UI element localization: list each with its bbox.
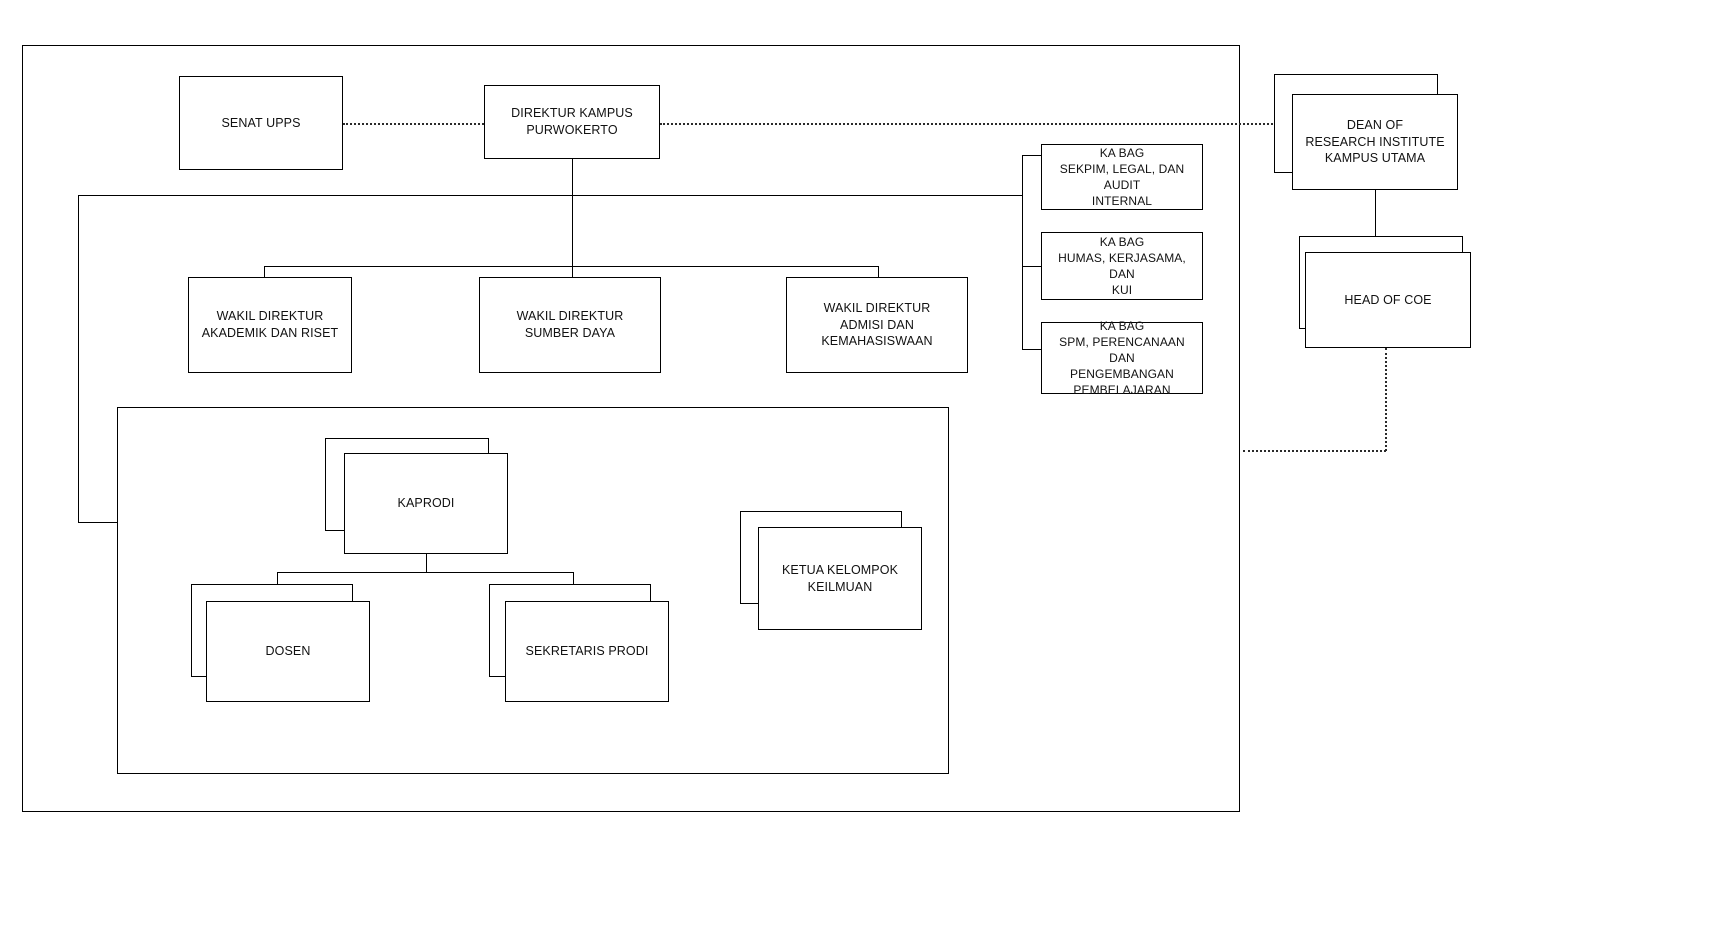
- connector-wakil-distribution-bar: [264, 266, 879, 267]
- node-senat-upps[interactable]: SENAT UPPS: [179, 76, 343, 170]
- connector-dosen-drop: [277, 572, 278, 584]
- connector-kabag-spm-stub: [1022, 349, 1041, 350]
- connector-dean-to-head-coe: [1375, 190, 1376, 242]
- node-direktur-kampus[interactable]: DIREKTUR KAMPUS PURWOKERTO: [484, 85, 660, 159]
- node-head-of-coe-label: HEAD OF COE: [1344, 292, 1432, 307]
- connector-left-spine-vertical: [78, 195, 79, 523]
- connector-kaprodi-distribution-bar: [277, 572, 574, 573]
- connector-head-coe-dotted-horizontal: [1243, 450, 1386, 452]
- node-head-of-coe[interactable]: HEAD OF COE: [1305, 252, 1471, 348]
- node-wakil-direktur-sumber-daya[interactable]: WAKIL DIREKTUR SUMBER DAYA: [479, 277, 661, 373]
- node-wakil-direktur-admisi[interactable]: WAKIL DIREKTUR ADMISI DAN KEMAHASISWAAN: [786, 277, 968, 373]
- node-ka-bag-spm[interactable]: KA BAG SPM, PERENCANAAN DAN PENGEMBANGAN…: [1041, 319, 1203, 397]
- connector-direktur-trunk-vertical: [572, 159, 573, 277]
- node-sekretaris-prodi[interactable]: SEKRETARIS PRODI: [505, 601, 669, 702]
- connector-wakil-admisi-drop: [878, 266, 879, 277]
- node-direktur-kampus-label: DIREKTUR KAMPUS PURWOKERTO: [511, 106, 633, 137]
- connector-left-spine-to-prodi-frame: [78, 522, 118, 523]
- node-kaprodi-label: KAPRODI: [397, 496, 455, 511]
- connector-senat-to-direktur-dotted: [343, 123, 484, 125]
- node-ketua-kelompok-keilmuan[interactable]: KETUA KELOMPOK KEILMUAN: [758, 527, 922, 630]
- node-dosen-label: DOSEN: [265, 644, 311, 659]
- node-dean-research-institute-label: DEAN OF RESEARCH INSTITUTE KAMPUS UTAMA: [1305, 117, 1445, 166]
- connector-kabag-humas-stub: [1022, 266, 1041, 267]
- connector-kabag-sekpim-stub: [1022, 155, 1041, 156]
- campus-boundary-frame: [22, 45, 1240, 812]
- node-wakil-direktur-sumber-daya-label: WAKIL DIREKTUR SUMBER DAYA: [516, 309, 624, 340]
- node-ka-bag-spm-label: KA BAG SPM, PERENCANAAN DAN PENGEMBANGAN…: [1059, 318, 1185, 398]
- node-wakil-direktur-akademik-label: WAKIL DIREKTUR AKADEMIK DAN RISET: [201, 309, 339, 340]
- connector-wakil-akademik-drop: [264, 266, 265, 277]
- connector-direktur-to-dean-dotted: [660, 123, 1296, 125]
- node-senat-upps-label: SENAT UPPS: [221, 115, 301, 130]
- connector-kaprodi-trunk: [426, 554, 427, 572]
- node-wakil-direktur-akademik[interactable]: WAKIL DIREKTUR AKADEMIK DAN RISET: [188, 277, 352, 373]
- node-ka-bag-sekpim[interactable]: KA BAG SEKPIM, LEGAL, DAN AUDIT INTERNAL: [1041, 144, 1203, 210]
- node-sekretaris-prodi-label: SEKRETARIS PRODI: [525, 644, 649, 659]
- node-ka-bag-sekpim-label: KA BAG SEKPIM, LEGAL, DAN AUDIT INTERNAL: [1059, 145, 1185, 209]
- node-wakil-direktur-admisi-label: WAKIL DIREKTUR ADMISI DAN KEMAHASISWAAN: [821, 300, 933, 349]
- node-dosen[interactable]: DOSEN: [206, 601, 370, 702]
- connector-head-coe-dotted-vertical: [1385, 348, 1387, 451]
- node-dean-research-institute[interactable]: DEAN OF RESEARCH INSTITUTE KAMPUS UTAMA: [1292, 94, 1458, 190]
- connector-sekretaris-drop: [573, 572, 574, 584]
- node-ka-bag-humas-label: KA BAG HUMAS, KERJASAMA, DAN KUI: [1058, 234, 1186, 298]
- connector-kabag-spine-vertical: [1022, 155, 1023, 349]
- node-kaprodi[interactable]: KAPRODI: [344, 453, 508, 554]
- node-ka-bag-humas[interactable]: KA BAG HUMAS, KERJASAMA, DAN KUI: [1041, 232, 1203, 300]
- prodi-group-frame: [117, 407, 949, 774]
- node-ketua-kelompok-keilmuan-label: KETUA KELOMPOK KEILMUAN: [781, 562, 899, 594]
- connector-direktur-to-kabag-trunk: [78, 195, 1022, 196]
